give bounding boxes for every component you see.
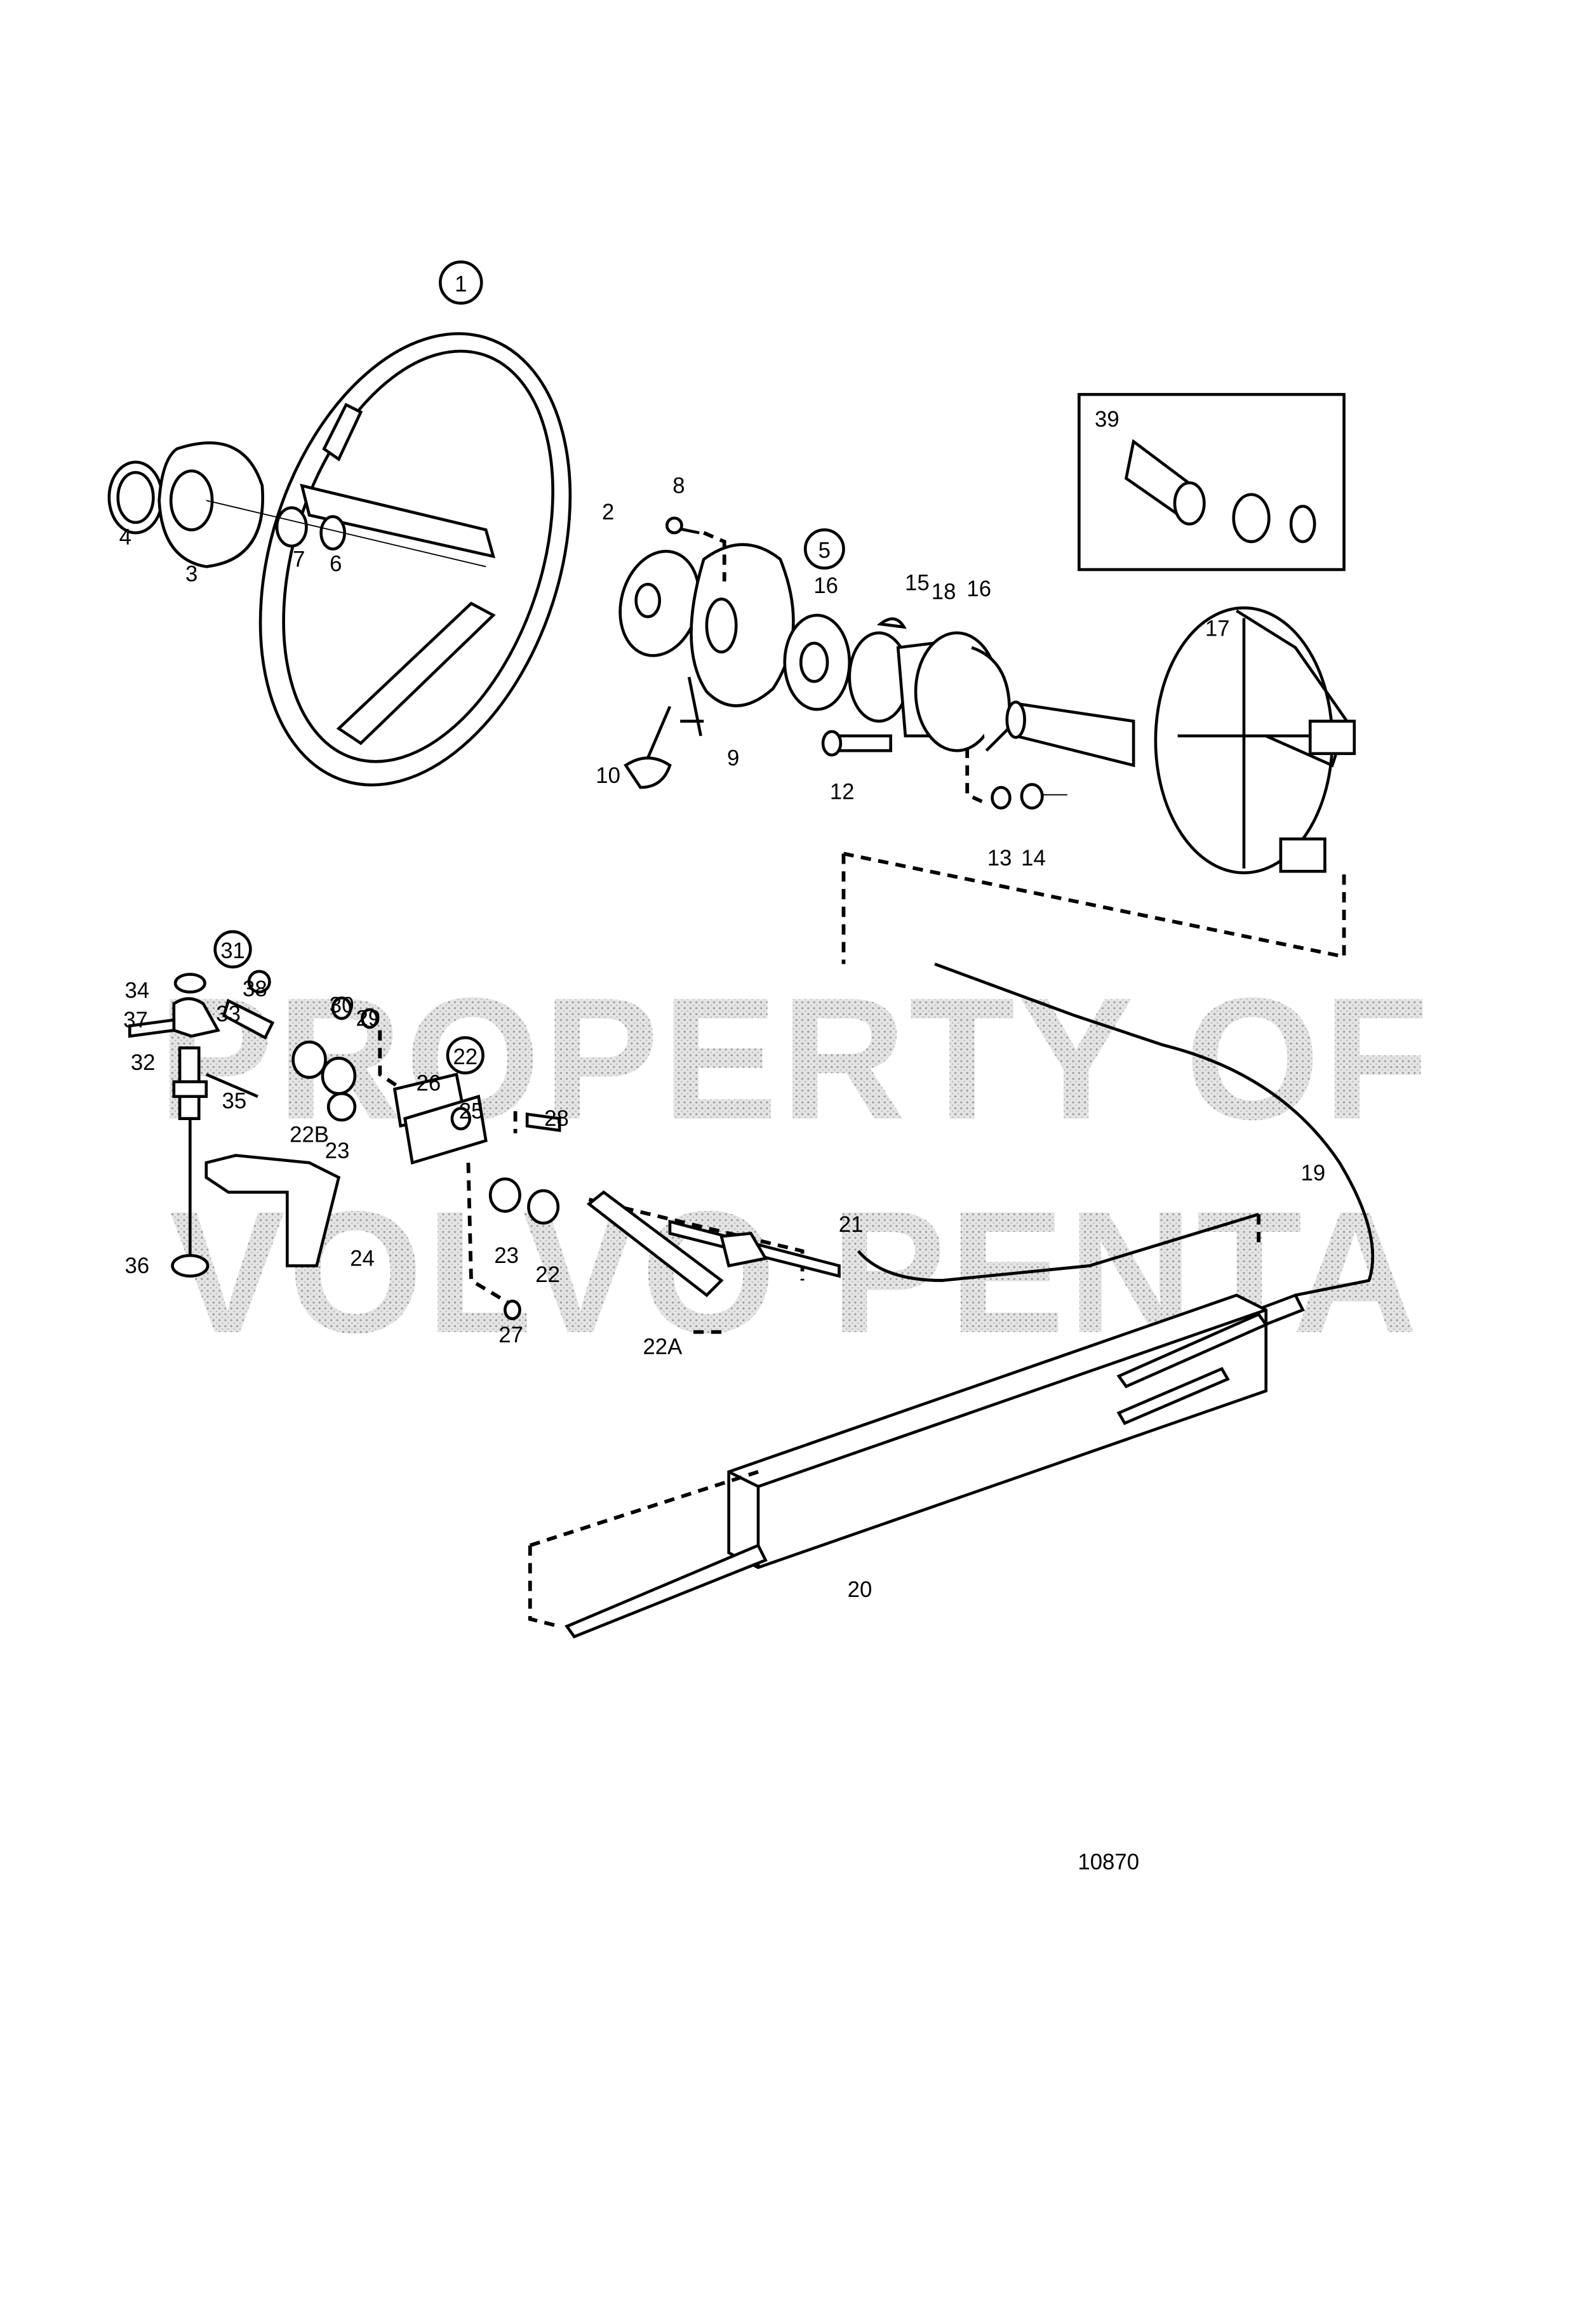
label-3: 3 [185,563,197,587]
inset-box: 39 [1078,392,1346,571]
label-22B: 22B [290,1123,329,1147]
label-25: 25 [459,1100,484,1124]
steering-wheel [258,332,572,787]
svg-text:31: 31 [220,939,245,963]
figure-number: 10870 [1078,1850,1139,1874]
label-22A: 22A [643,1335,683,1359]
helm-connection-guide [841,851,1346,965]
label-28: 28 [544,1107,569,1131]
callout-1: 1 [439,260,483,305]
label-22: 22 [535,1263,560,1287]
label-32: 32 [131,1051,156,1075]
hub-and-cover [618,516,795,789]
label-13: 13 [987,846,1012,871]
label-15: 15 [905,571,930,595]
svg-text:39: 39 [1095,408,1119,432]
label-7: 7 [293,547,305,571]
label-37: 37 [123,1008,148,1032]
svg-text:5: 5 [818,538,831,563]
callout-22: 22 [446,1036,484,1075]
label-14: 14 [1021,846,1046,871]
helm-unit [1005,606,1356,874]
label-12: 12 [830,780,855,805]
label-23: 23 [494,1244,519,1268]
label-23: 23 [325,1139,350,1163]
label-6: 6 [330,552,342,576]
label-30: 30 [330,994,354,1018]
label-17: 17 [1205,617,1230,641]
label-16: 16 [813,574,838,598]
label-20: 20 [848,1578,872,1602]
label-8: 8 [672,474,685,498]
label-24: 24 [350,1246,375,1271]
callout-5: 5 [803,528,845,570]
svg-text:1: 1 [455,272,467,297]
svg-text:PROPERTY OF: PROPERTY OF [158,961,1432,1156]
part-labels: 4 3 7 6 2 8 16 15 18 16 17 9 10 12 13 14… [119,474,1326,1874]
label-36: 36 [125,1254,150,1278]
label-38: 38 [243,977,267,1001]
cable-sleeve-box [528,1293,1269,1639]
callout-31: 31 [213,930,252,969]
label-4: 4 [119,526,131,550]
label-16: 16 [966,577,991,601]
label-18: 18 [932,580,956,604]
svg-text:22: 22 [453,1045,478,1069]
label-33: 33 [216,1003,241,1027]
hub-cap-parts [107,441,486,568]
label-19: 19 [1301,1161,1326,1185]
label-27: 27 [498,1323,523,1347]
steering-helm-parts [783,613,1067,810]
cable-ends [586,1190,841,1334]
linkage-parts [128,970,561,1321]
label-21: 21 [839,1213,864,1237]
label-35: 35 [222,1089,247,1113]
label-34: 34 [125,979,150,1003]
label-2: 2 [602,500,614,524]
label-29: 29 [356,1007,380,1031]
watermark: PROPERTY OF VOLVO PENTA [158,961,1432,1369]
label-10: 10 [596,764,620,788]
label-9: 9 [727,746,739,770]
label-26: 26 [417,1072,441,1096]
